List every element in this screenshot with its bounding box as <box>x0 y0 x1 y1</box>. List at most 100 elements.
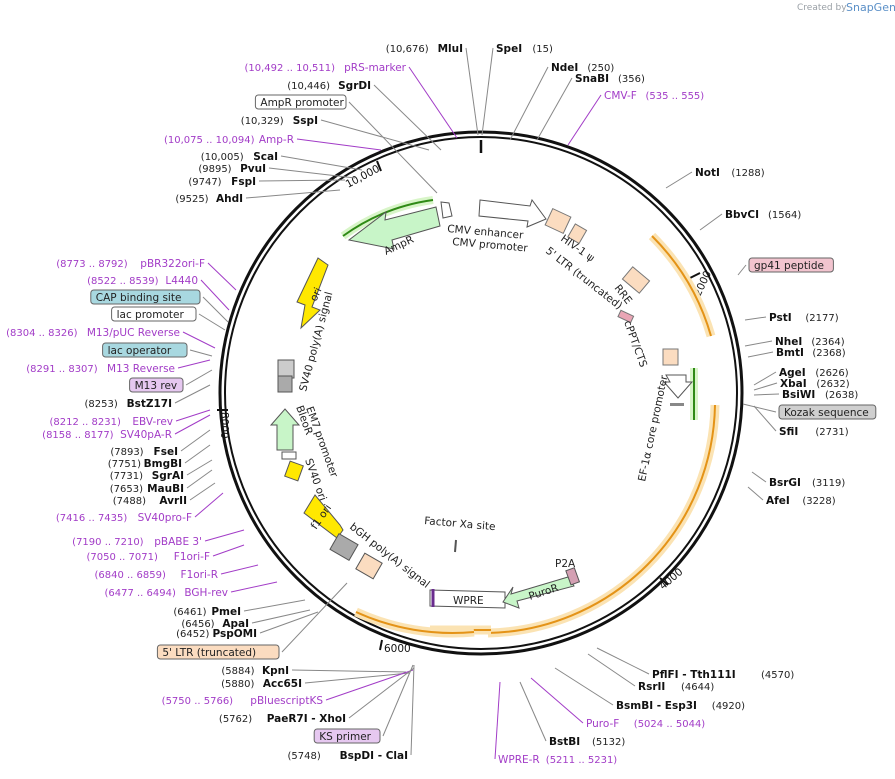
site-name: ScaI <box>253 151 278 163</box>
site-5: Amp-R(10,075 .. 10,094) <box>164 134 382 151</box>
ef1a-label: EF-1α core promoter <box>636 374 670 483</box>
site-box <box>254 94 347 110</box>
site-name: BGH-rev <box>184 587 228 599</box>
site-box-label: lac operator <box>108 345 172 357</box>
site-pos: (1564) <box>768 210 801 221</box>
site-pos: (5748) <box>288 751 321 762</box>
site-pos: (6840 .. 6859) <box>94 570 166 581</box>
site-name: FseI <box>154 446 178 458</box>
site-name: PvuI <box>240 163 266 175</box>
site-box <box>778 404 877 420</box>
site-23: SgrAI(7731) <box>110 459 213 482</box>
site-8: FspI (9747) <box>188 176 346 188</box>
site-pos: (2731) <box>815 427 848 438</box>
site-37: pBluescriptKS(5750 .. 5766) <box>162 669 414 707</box>
site-box <box>111 306 197 322</box>
site-box-label: CAP binding site <box>96 292 182 304</box>
tick-8000: 8000 <box>218 412 230 439</box>
site-46: BbvCI(1564) <box>699 209 801 231</box>
site-pos: (8304 .. 8326) <box>6 328 78 339</box>
site-49: NheI(2364) <box>744 336 845 348</box>
site-pos: (2638) <box>825 390 858 401</box>
site-pos: (250) <box>587 63 614 74</box>
site-7: PvuI (9895) <box>198 163 356 179</box>
site-2: SgrDI(10,446) <box>287 80 442 151</box>
wpre-box <box>429 589 506 609</box>
site-pos: (5884) <box>221 666 254 677</box>
backbone-inner <box>224 136 738 650</box>
site-28: F1ori-F(7050 .. 7071) <box>86 544 245 563</box>
site-53: BsiWI (2638) <box>753 389 858 401</box>
bgh-box-1 <box>329 533 359 561</box>
site-48: PstI (2177) <box>744 312 839 324</box>
site-pos: (5132) <box>592 737 625 748</box>
site-pos: (535 .. 555) <box>646 91 705 102</box>
site-pos: (8291 .. 8307) <box>26 364 98 375</box>
backbone-outer <box>218 130 744 656</box>
site-name: EBV-rev <box>132 416 173 428</box>
site-6: ScaI (10,005) <box>201 151 363 171</box>
site-pos: (8158 .. 8177) <box>42 430 114 441</box>
site-name: BsmBI - Esp3I <box>616 700 697 712</box>
site-box-label: AmpR promoter <box>260 97 344 109</box>
site-pos: (3228) <box>802 496 835 507</box>
site-name: pBABE 3' <box>154 536 202 548</box>
site-name: BmtI <box>776 347 804 359</box>
site-name: BstBI <box>549 736 580 748</box>
site-pos: (2177) <box>805 313 838 324</box>
site-pos: (8253) <box>85 399 118 410</box>
ltr5-box <box>567 223 588 245</box>
site-pos: (6456) <box>181 619 214 630</box>
site-pos: (6452) <box>176 629 209 640</box>
site-32: ApaI(6456) <box>181 609 311 630</box>
site-15: lac operator <box>102 342 213 358</box>
site-24: MauBI(7653) <box>110 469 213 495</box>
site-name: SgrAI <box>152 470 184 482</box>
site-name: AgeI <box>779 367 806 379</box>
em7-box <box>281 451 297 460</box>
site-name: WPRE-R <box>498 754 540 766</box>
site-60: BsmBI - Esp3I(4920) <box>554 667 745 712</box>
cmv-small-arrow <box>440 201 453 219</box>
site-pos: (9747) <box>188 177 221 188</box>
orf-arcs <box>340 196 720 638</box>
site-4: SspI(10,329) <box>241 115 430 151</box>
site-20: SV40pA-R(8158 .. 8177) <box>42 414 211 441</box>
site-box-label: 5' LTR (truncated) <box>162 647 256 659</box>
site-17: M13 rev <box>129 369 213 393</box>
site-62: BstBI (5132) <box>519 681 625 748</box>
ef1a-arrow <box>662 374 694 399</box>
site-59: RsrII(4644) <box>587 653 714 693</box>
site-52: XbaI(2632) <box>753 378 850 391</box>
site-name: PflFI - Tth111I <box>652 669 736 681</box>
site-pos: (10,005) <box>201 152 244 163</box>
site-61: Puro-F(5024 .. 5044) <box>530 677 705 730</box>
site-name: SnaBI <box>575 73 609 85</box>
site-name: BsiWI <box>782 389 815 401</box>
site-name: BsrGI <box>769 477 801 489</box>
site-name: AfeI <box>766 495 790 507</box>
site-pos: (5880) <box>221 679 254 690</box>
site-pos: (1288) <box>731 168 764 179</box>
site-name: SspI <box>293 115 318 127</box>
site-pos: (9895) <box>198 164 231 175</box>
site-pos: (2626) <box>815 368 848 379</box>
site-31: PmeI(6461) <box>173 599 306 618</box>
site-name: FspI <box>231 176 256 188</box>
site-pos: (7488) <box>113 496 146 507</box>
site-name: PstI <box>769 312 792 324</box>
site-pos: (5762) <box>219 714 252 725</box>
site-pos: (5211 .. 5231) <box>546 755 618 766</box>
site-pos: (4570) <box>761 670 794 681</box>
wpre-label: WPRE <box>453 595 484 607</box>
puror-label: PuroR <box>527 582 560 603</box>
site-box <box>313 728 381 744</box>
cmv-arrow <box>478 198 547 228</box>
site-name: NotI <box>695 167 720 179</box>
site-name: M13/pUC Reverse <box>87 327 180 339</box>
site-name: M13 Reverse <box>107 363 175 375</box>
sv40pa-box-1 <box>277 359 295 379</box>
p2a-label: P2A <box>555 558 576 570</box>
site-25: AvrII(7488) <box>113 482 216 507</box>
site-55: SfiI(2731) <box>753 405 849 438</box>
